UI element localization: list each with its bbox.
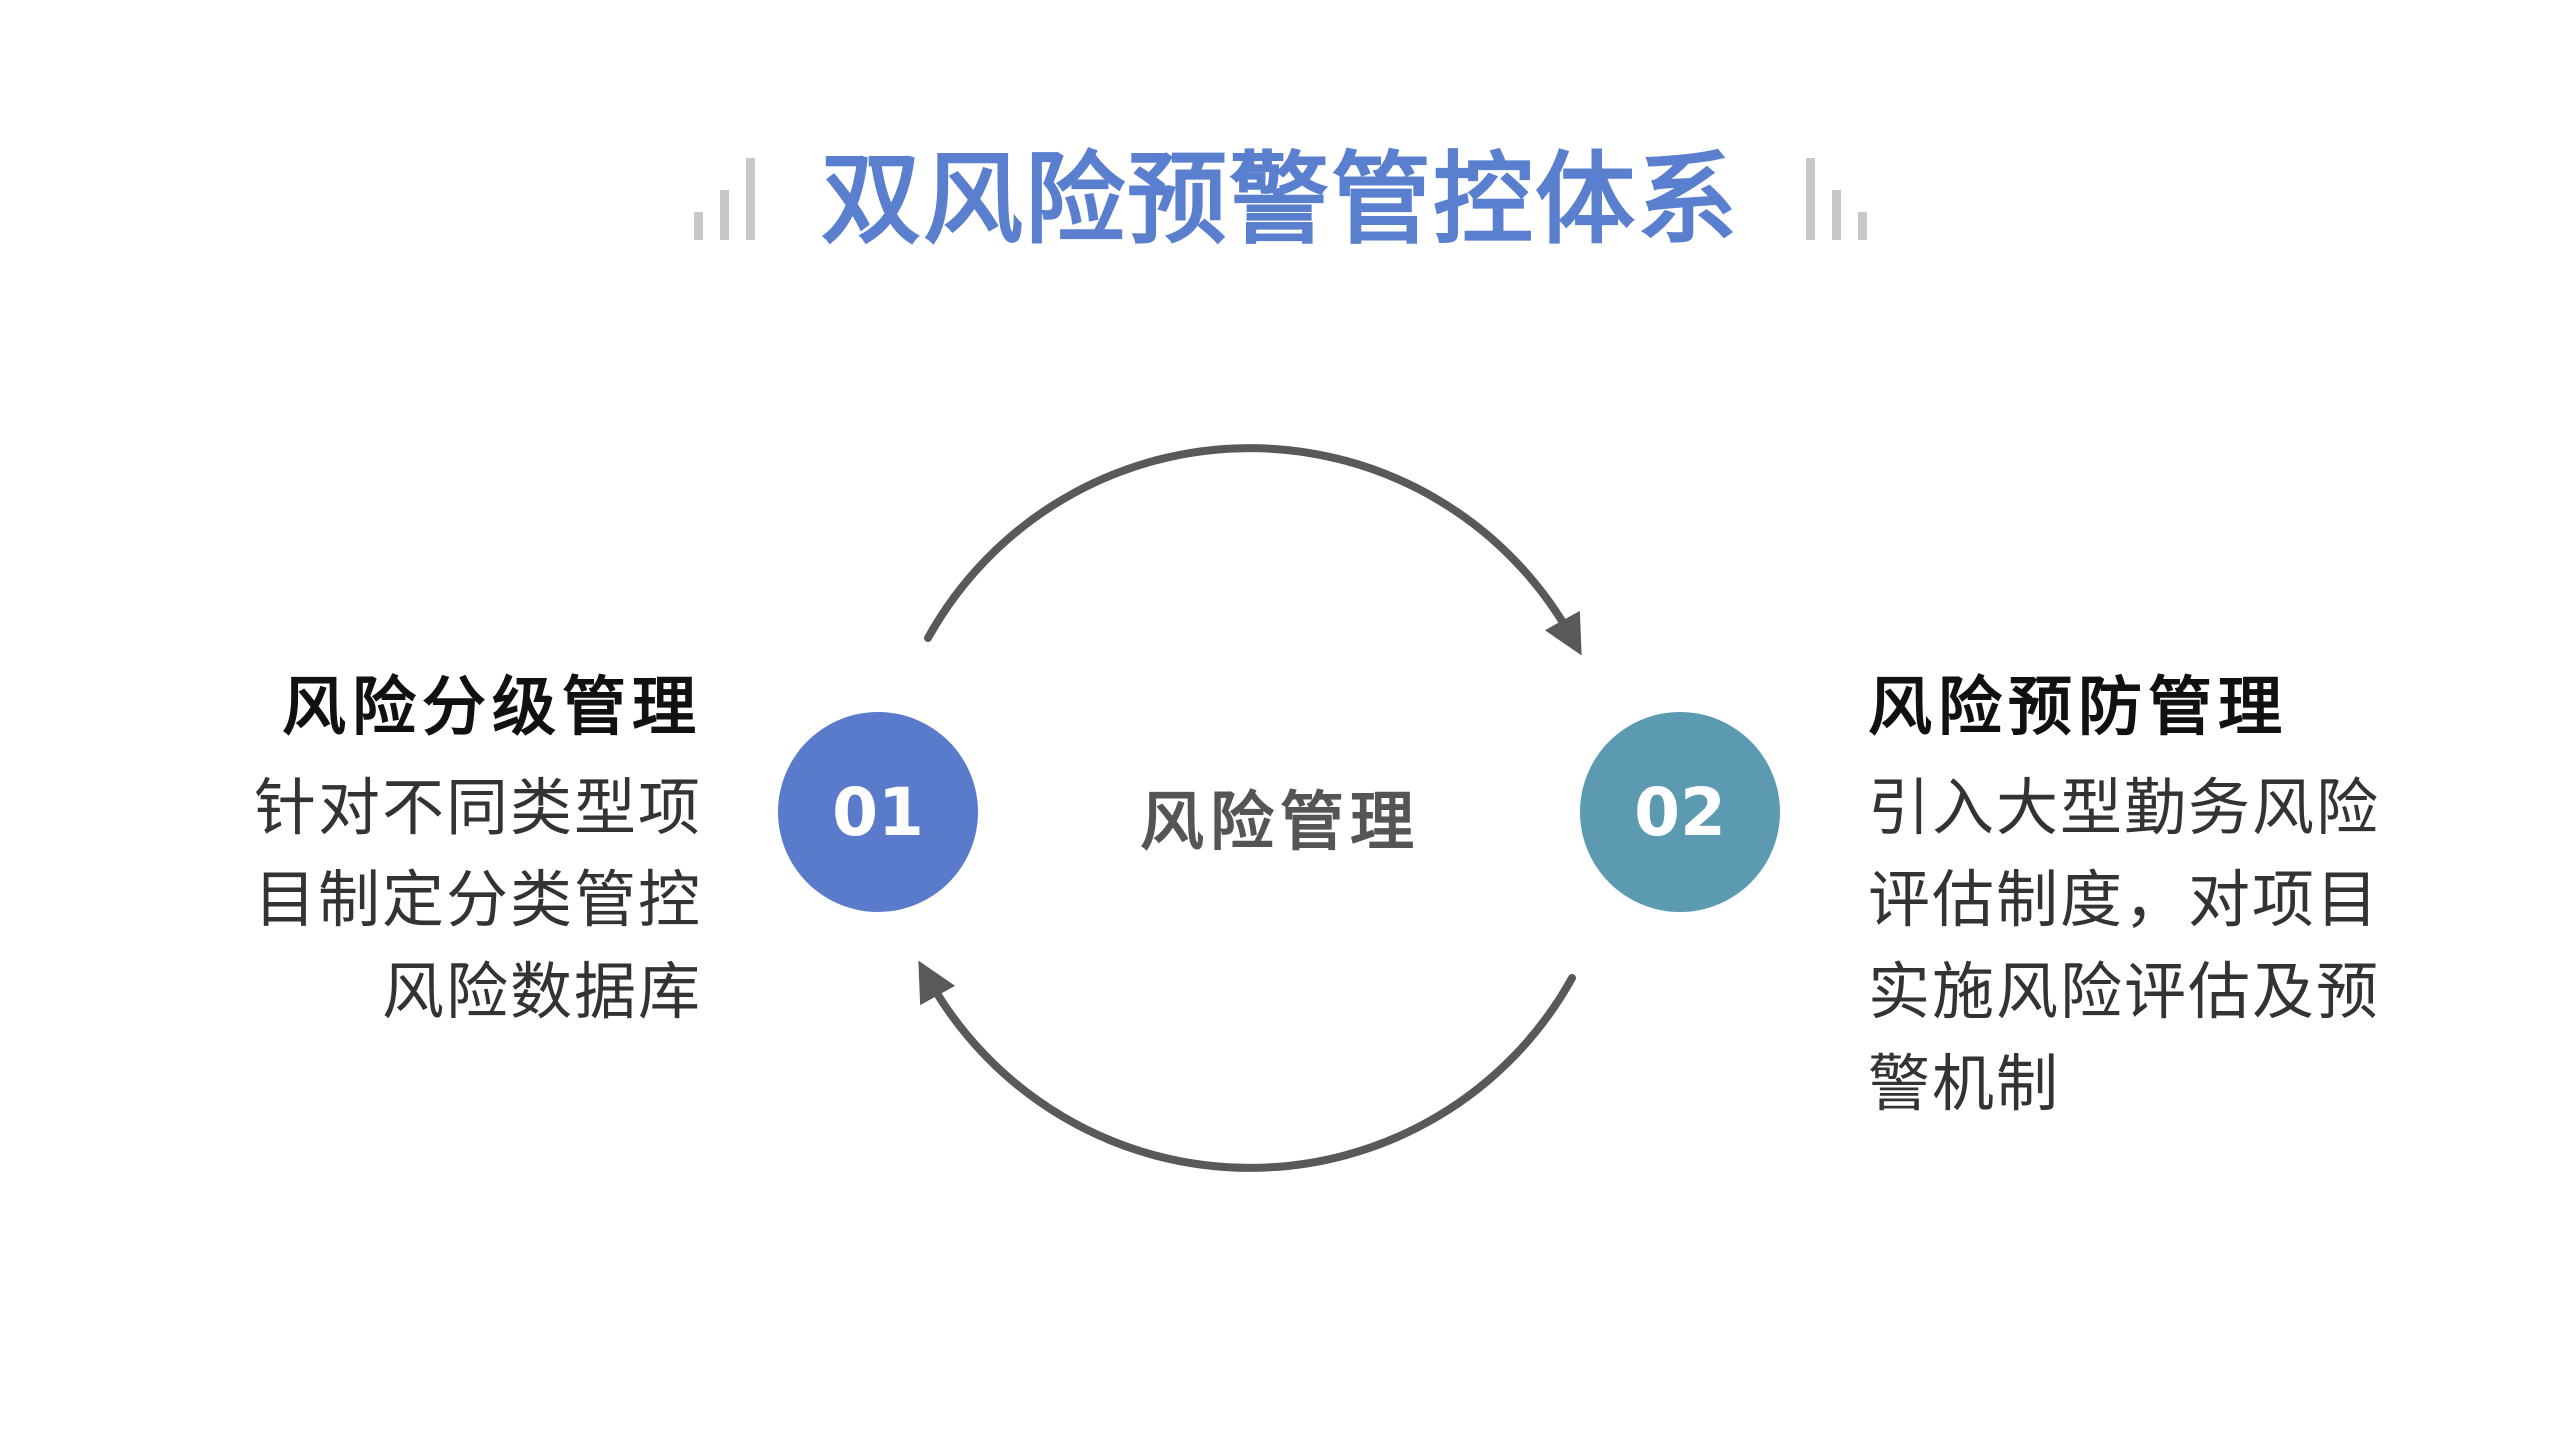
title-decor-bars-right [1800,150,1890,240]
left-description-line: 针对不同类型项 [253,771,702,844]
left-description: 针对不同类型项 目制定分类管控 风险数据库 [254,762,702,1038]
step-circle-01: 01 [778,712,978,912]
top-arc-arrow [924,444,1582,656]
decor-bar [746,158,755,240]
decor-bar [694,212,703,240]
decor-bar [720,190,729,240]
right-description-line: 引入大型勤务风险 [1868,771,2381,844]
page-title: 双风险预警管控体系 [821,141,1739,258]
right-description-line: 实施风险评估及预 [1868,955,2381,1028]
decor-bar [1806,158,1815,240]
decor-bar [1858,212,1867,240]
left-description-line: 风险数据库 [381,955,702,1028]
bottom-arc-arrow [918,960,1576,1172]
title-decor-bars-left [688,150,778,240]
right-heading: 风险预防管理 [1868,671,2288,745]
left-heading: 风险分级管理 [282,671,702,745]
step-number: 02 [1634,773,1726,851]
center-label: 风险管理 [1140,786,1420,860]
step-circle-02: 02 [1580,712,1780,912]
right-description-line: 警机制 [1868,1047,2061,1120]
step-number: 01 [832,773,924,851]
decor-bar [1832,190,1841,240]
left-description-line: 目制定分类管控 [253,863,702,936]
right-description: 引入大型勤务风险 评估制度，对项目 实施风险评估及预 警机制 [1868,762,2380,1130]
right-description-line: 评估制度，对项目 [1868,863,2381,936]
